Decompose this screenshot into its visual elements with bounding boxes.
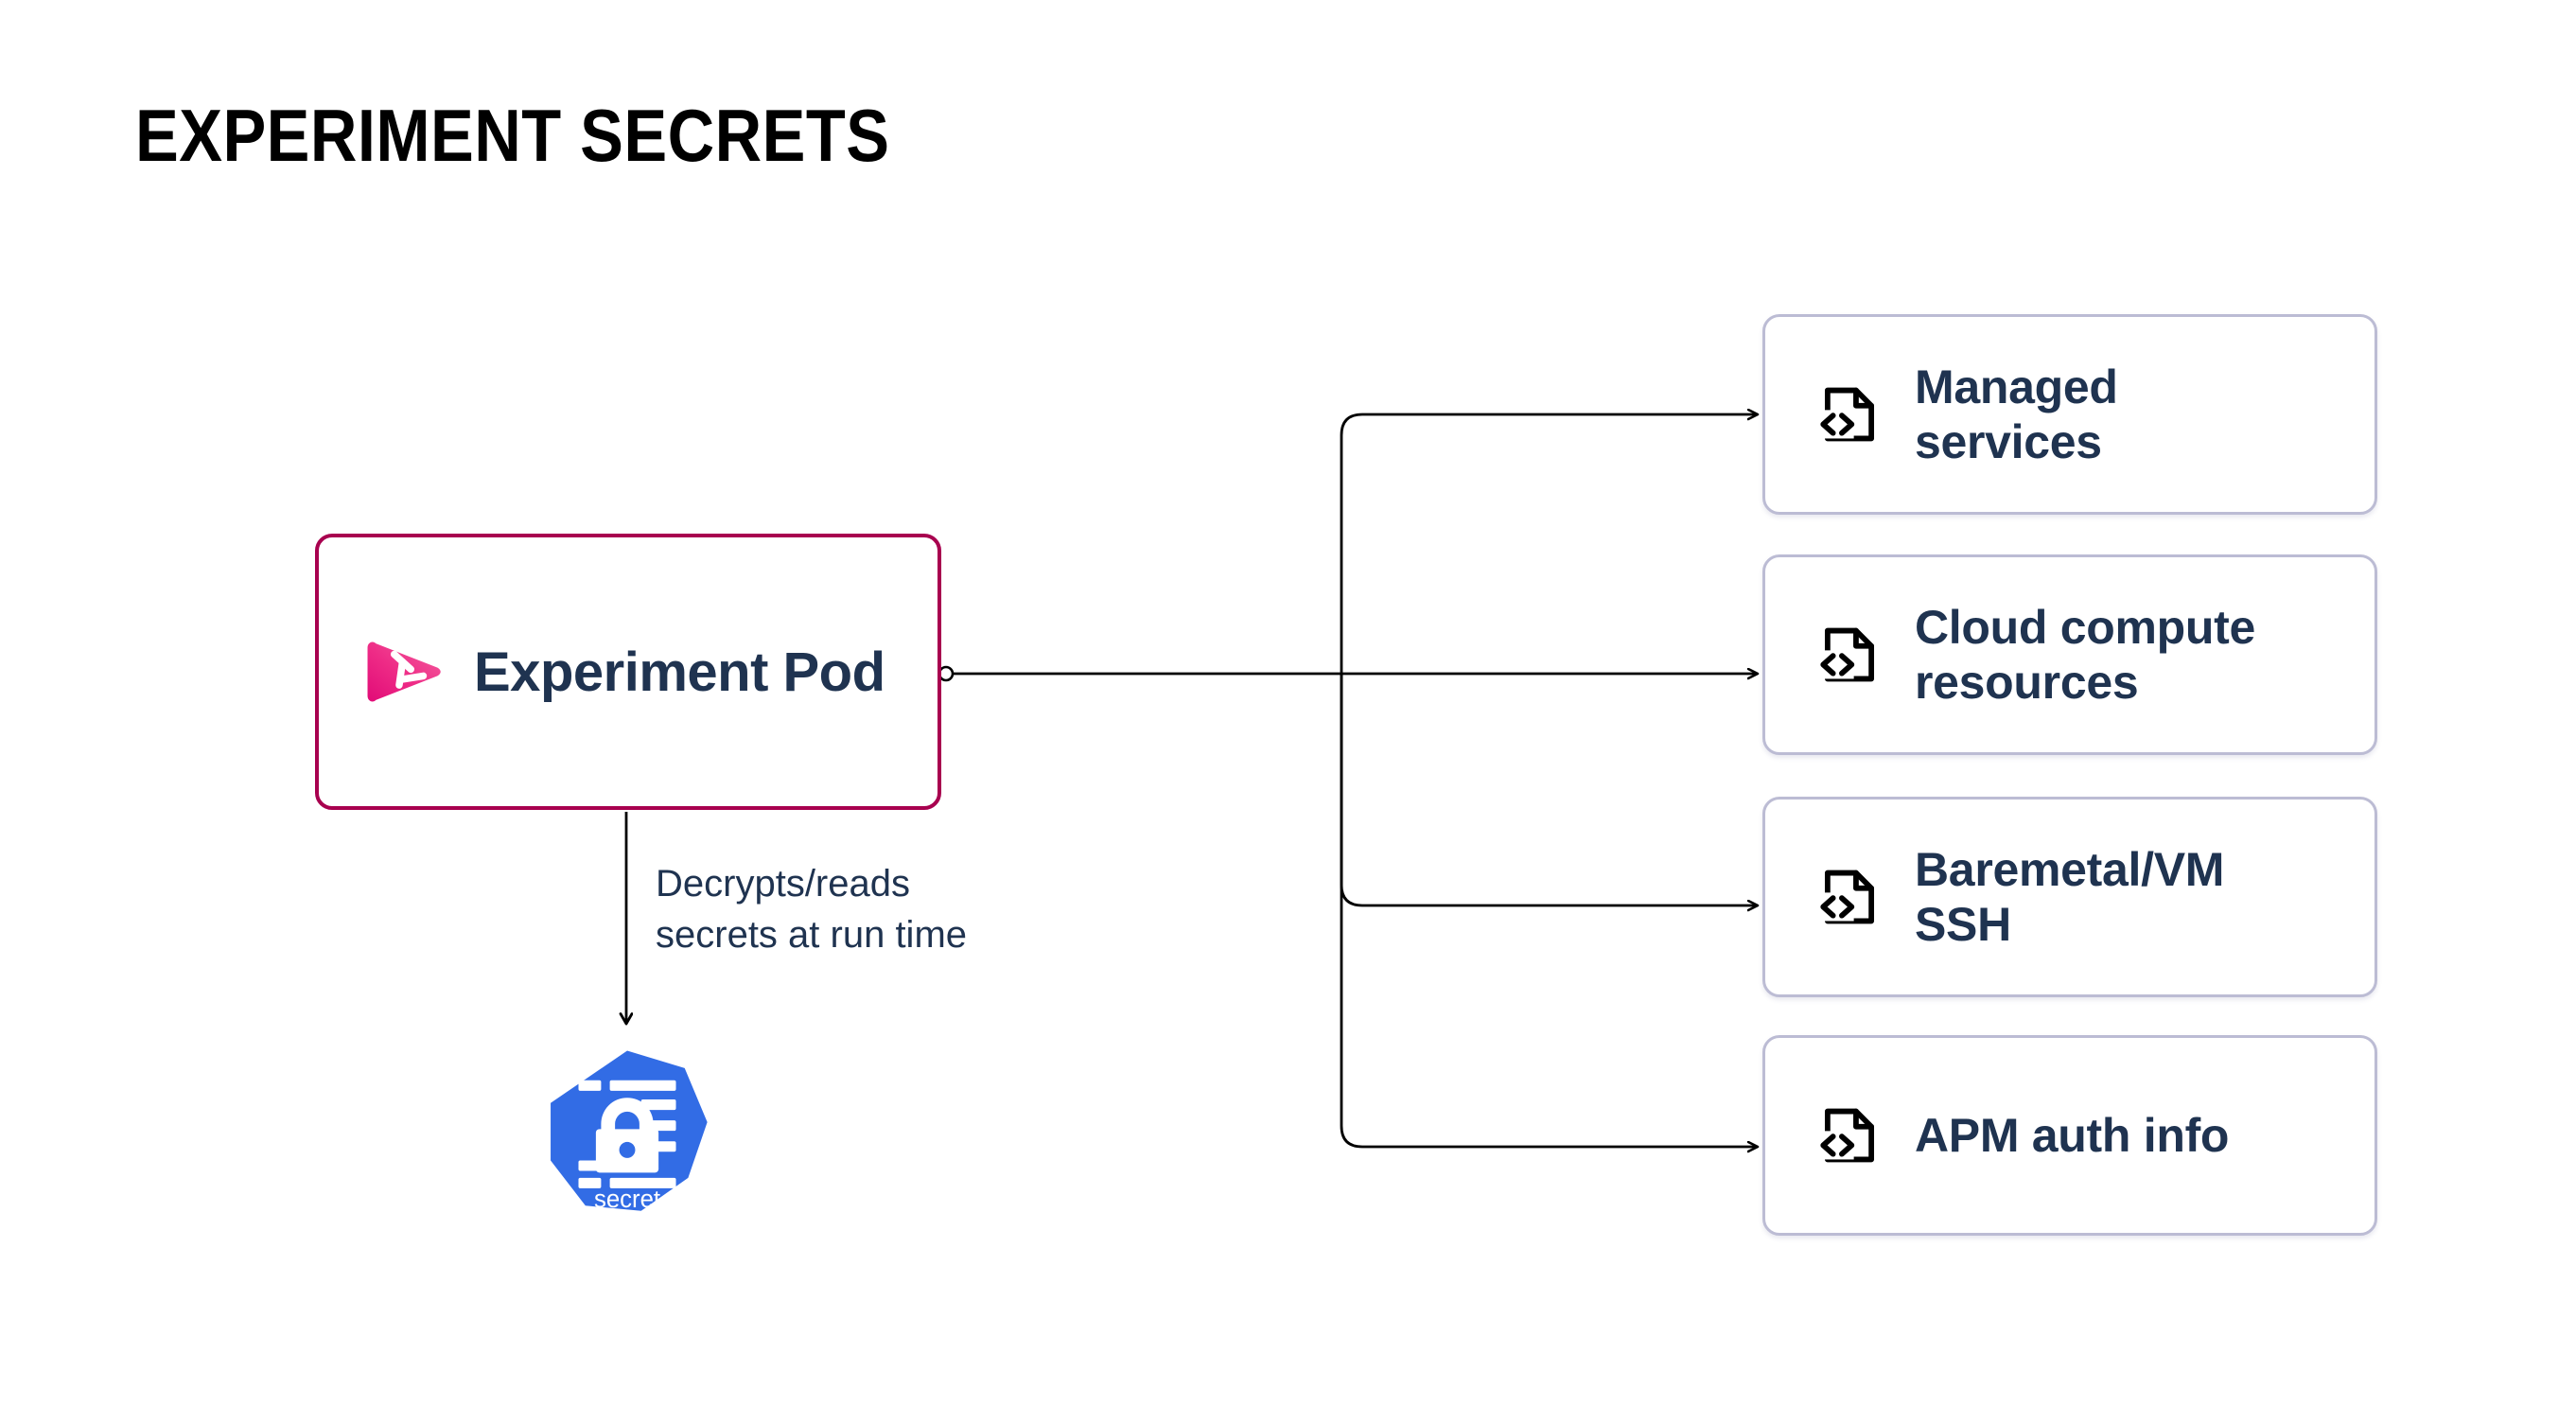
decrypt-edge-label-line2: secrets at run time	[656, 913, 968, 956]
file-code-icon	[1814, 620, 1884, 690]
resource-card-label-line1: Managed	[1915, 360, 2118, 413]
resource-card-label: Managed services	[1915, 360, 2118, 469]
resource-card-label-line1: Baremetal/VM	[1915, 843, 2225, 896]
gremlin-logo-icon	[364, 630, 447, 713]
page-title: EXPERIMENT SECRETS	[135, 94, 890, 177]
decrypt-edge-label-line1: Decrypts/reads	[656, 863, 910, 905]
connector-to-managed-services	[1340, 414, 1758, 674]
resource-card-label-line1: Cloud compute	[1915, 601, 2255, 654]
resource-card-label-line1: APM auth info	[1915, 1109, 2230, 1162]
resource-card-label-line2: resources	[1915, 656, 2139, 709]
file-code-icon	[1814, 379, 1884, 449]
experiment-pod-label: Experiment Pod	[474, 641, 885, 703]
resource-card-label-line2: services	[1915, 415, 2102, 468]
resource-card-managed-services[interactable]: Managed services	[1762, 314, 2377, 515]
kubernetes-secret-node[interactable]: secret	[540, 1046, 714, 1220]
file-code-icon	[1814, 862, 1884, 932]
resource-card-label: Cloud compute resources	[1915, 600, 2255, 710]
experiment-pod-node[interactable]: Experiment Pod	[315, 534, 941, 810]
resource-card-label: Baremetal/VM SSH	[1915, 842, 2224, 952]
secret-node-label: secret	[594, 1186, 660, 1213]
resource-card-label-line2: SSH	[1915, 898, 2011, 951]
connector-port-circle-icon	[938, 665, 955, 682]
resource-card-baremetal-vm-ssh[interactable]: Baremetal/VM SSH	[1762, 797, 2377, 997]
connector-to-apm-auth	[1340, 674, 1758, 1147]
connector-to-baremetal-ssh	[1340, 674, 1758, 905]
resource-card-label: APM auth info	[1915, 1108, 2229, 1163]
kubernetes-secret-icon: secret	[551, 1050, 708, 1213]
resource-card-apm-auth-info[interactable]: APM auth info	[1762, 1035, 2377, 1236]
file-code-icon	[1814, 1100, 1884, 1170]
resource-card-cloud-compute-resources[interactable]: Cloud compute resources	[1762, 554, 2377, 755]
decrypt-edge-label: Decrypts/reads secrets at run time	[656, 859, 1062, 960]
